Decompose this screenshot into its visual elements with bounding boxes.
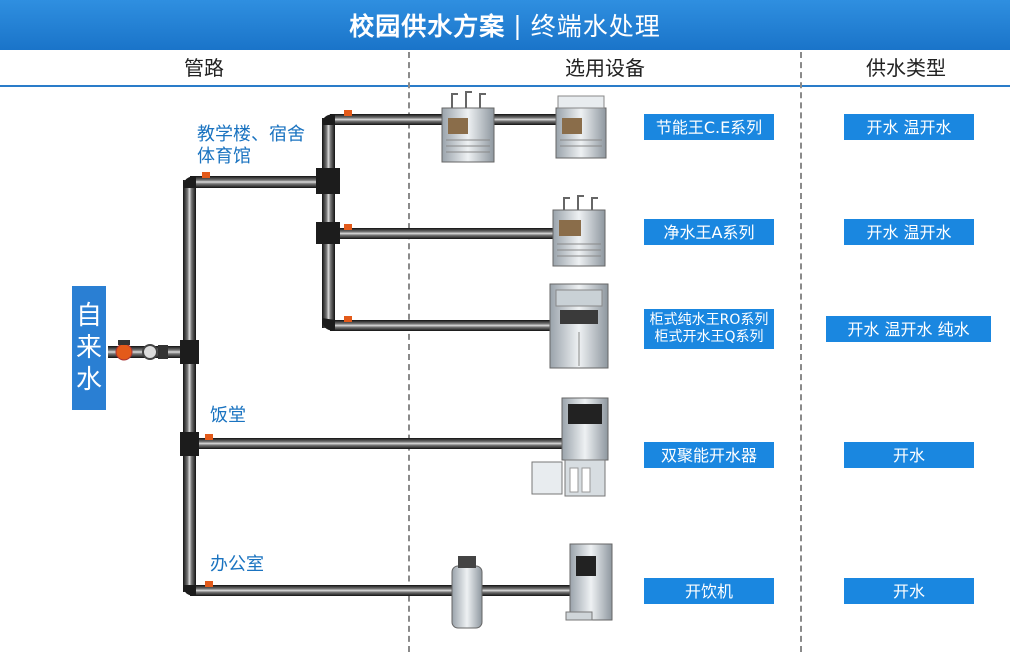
valve-icon	[344, 110, 352, 116]
equipment-label: 节能王C.E系列	[644, 114, 774, 140]
pipe-line-office	[190, 585, 572, 596]
column-header-pipes: 管路	[184, 56, 224, 80]
water-type-label: 开水 温开水	[844, 114, 974, 140]
cabinet-water-machine-icon	[549, 283, 609, 369]
tee-fitting	[180, 432, 199, 456]
valve-icon	[344, 224, 352, 230]
water-boiler-icon	[555, 95, 607, 159]
tap-water-source: 自 来 水	[72, 286, 106, 410]
water-meter-icon	[142, 344, 168, 360]
tee-fitting	[316, 222, 340, 244]
elbow-fitting	[183, 176, 196, 188]
area-label-office: 办公室	[210, 554, 264, 575]
area-label-line: 教学楼、宿舍	[197, 124, 305, 145]
source-char: 水	[75, 365, 102, 395]
pipe-line-canteen	[190, 438, 565, 449]
equipment-label-text: 柜式开水王Q系列	[654, 329, 764, 345]
area-label-line: 体育馆	[197, 146, 251, 167]
water-type-label: 开水	[844, 578, 974, 604]
equipment-label-text: 柜式纯水王RO系列	[649, 312, 769, 328]
valve-icon	[202, 172, 210, 178]
equipment-label-text: 节能王C.E系列	[655, 117, 763, 137]
pipe-line-2	[330, 228, 560, 239]
valve-icon	[344, 316, 352, 322]
water-type-label: 开水 温开水 纯水	[826, 316, 991, 342]
page-subtitle: 终端水处理	[530, 12, 661, 41]
equipment-label: 净水王A系列	[644, 219, 774, 245]
branch-teaching	[190, 176, 332, 188]
equipment-label-text: 开饮机	[684, 581, 733, 601]
water-purifier-icon	[552, 195, 606, 267]
pipe-line-3	[330, 320, 560, 331]
equipment-label: 开饮机	[644, 578, 774, 604]
equipment-label-text: 净水王A系列	[663, 222, 755, 242]
main-riser	[183, 180, 196, 592]
equipment-label: 柜式纯水王RO系列 柜式开水王Q系列	[644, 309, 774, 349]
header-divider	[0, 85, 1010, 87]
source-char: 自	[75, 301, 102, 331]
valve-icon	[205, 581, 213, 587]
column-divider-2	[800, 52, 802, 652]
water-boiler-icon	[441, 91, 495, 163]
title-bar: 校园供水方案 | 终端水处理	[0, 0, 1010, 50]
elbow-fitting	[183, 585, 196, 596]
equipment-label-text: 双聚能开水器	[660, 445, 757, 465]
elbow-fitting	[322, 114, 335, 125]
tee-fitting	[316, 168, 340, 194]
equipment-label: 双聚能开水器	[644, 442, 774, 468]
inlet-valve-icon	[115, 340, 133, 361]
column-header-water-type: 供水类型	[866, 56, 946, 80]
boiler-icon	[531, 397, 609, 497]
column-divider-1	[408, 52, 410, 652]
valve-icon	[205, 434, 213, 440]
page-title: 校园供水方案	[349, 12, 506, 41]
source-char: 来	[75, 333, 102, 363]
tee-fitting	[180, 340, 199, 364]
elbow-fitting	[322, 318, 335, 331]
filter-tank-icon	[451, 556, 483, 629]
water-type-label: 开水 温开水	[844, 219, 974, 245]
area-label-canteen: 饭堂	[210, 405, 246, 426]
water-dispenser-icon	[565, 543, 613, 621]
area-label-teaching: 教学楼、宿舍 体育馆	[197, 124, 305, 168]
water-type-label: 开水	[844, 442, 974, 468]
title-separator: |	[513, 10, 523, 40]
column-header-equipment: 选用设备	[565, 56, 645, 80]
